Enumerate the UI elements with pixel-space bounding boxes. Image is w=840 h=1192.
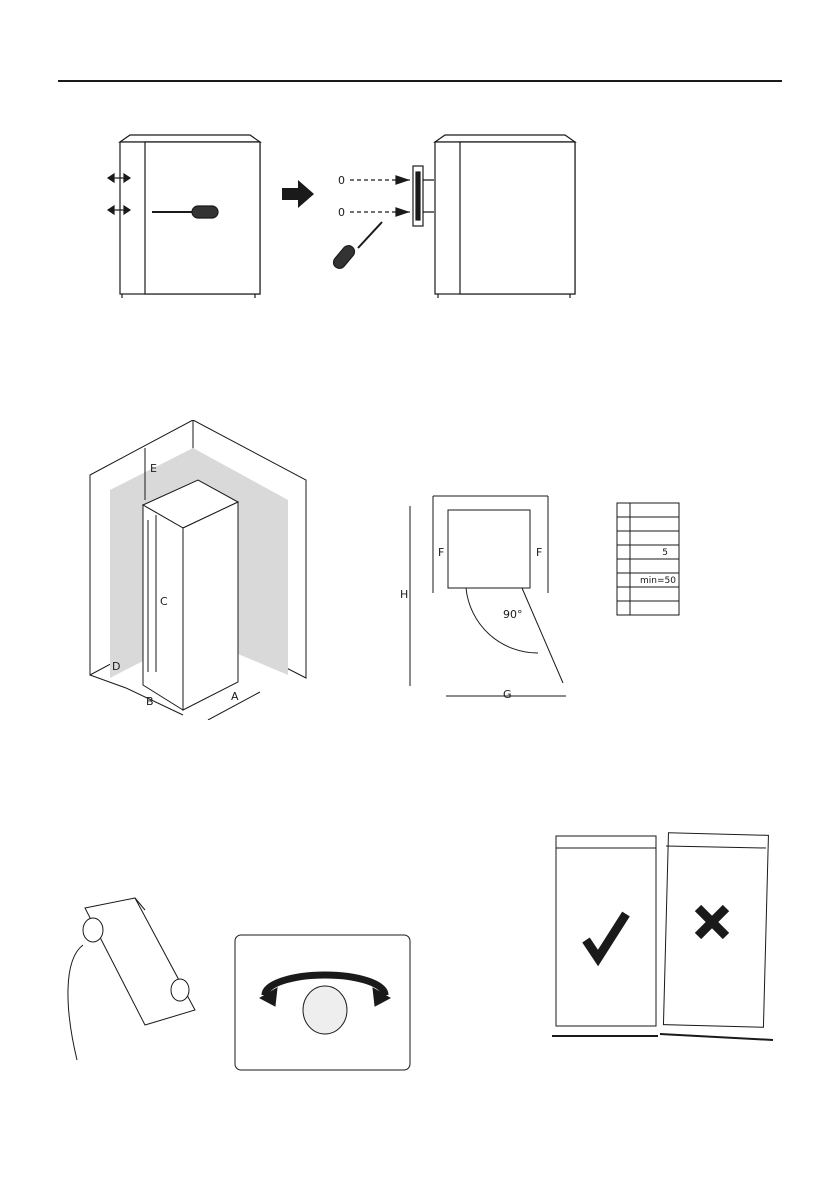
isometric-clearance-figure: E C D B A — [88, 420, 318, 720]
label-h: H — [400, 588, 408, 601]
svg-text:0: 0 — [338, 206, 345, 219]
label-b: B — [146, 695, 154, 708]
table-cell: min=50 — [640, 576, 676, 586]
fridge-with-handle — [120, 135, 260, 298]
label-c: C — [160, 595, 168, 608]
label-a: A — [231, 690, 239, 703]
door-reversal-figure: 0 0 — [100, 130, 580, 305]
fridge-door-removed — [435, 135, 575, 298]
table-cell: 5 — [662, 548, 668, 558]
label-f-left: F — [438, 546, 444, 559]
door-opening-plan-figure: H F F G 90° — [398, 488, 578, 703]
header-rule — [58, 80, 782, 82]
label-d: D — [112, 660, 120, 673]
level-comparison-figure — [548, 828, 778, 1043]
label-f-right: F — [536, 546, 542, 559]
fridge-level-incorrect — [660, 833, 773, 1040]
leveling-feet-figure — [55, 890, 415, 1072]
label-e: E — [150, 462, 157, 475]
arrow-right-icon — [282, 180, 314, 208]
fridge-level-correct — [552, 836, 658, 1036]
handle-screws-exploded: 0 0 — [338, 166, 440, 226]
clearance-table: 5 min=50 — [616, 502, 682, 616]
fridge-isometric — [143, 480, 238, 710]
label-g: G — [503, 688, 512, 701]
screwdriver-icon — [331, 222, 382, 271]
svg-text:0: 0 — [338, 174, 345, 187]
angle-label: 90° — [503, 608, 523, 621]
